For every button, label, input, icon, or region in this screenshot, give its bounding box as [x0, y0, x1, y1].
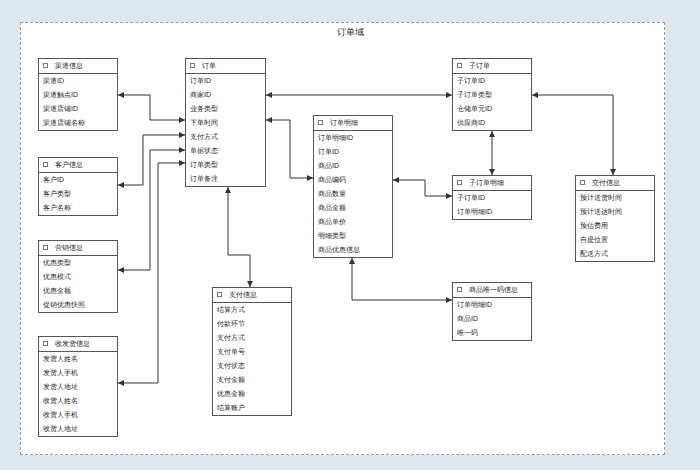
entity-table: 商品唯一码信息订单明细ID商品ID唯一码	[452, 282, 532, 341]
table-heading: 订单	[186, 59, 265, 74]
field-name: 子订单ID	[453, 74, 531, 88]
entity-table: 营销信息优惠类型优惠模式优惠金额促销优惠快照	[38, 240, 118, 313]
relation-connector	[352, 258, 452, 300]
field-name: 收货人地址	[39, 422, 117, 436]
field-name: 业务类型	[186, 102, 265, 116]
field-name: 渠道ID	[39, 74, 117, 88]
field-name: 商家ID	[186, 88, 265, 102]
field-name: 唯一码	[453, 326, 531, 340]
field-name: 订单ID	[186, 74, 265, 88]
field-name: 渠道店铺名称	[39, 116, 117, 130]
entity-table: 订单明细订单明细ID订单ID商品ID商品编码商品数量商品金额商品单价明细类型商品…	[313, 115, 393, 258]
field-name: 预计送货时间	[576, 191, 654, 205]
field-name: 商品金额	[314, 201, 392, 215]
field-name: 客户类型	[39, 187, 117, 201]
field-name: 发货人姓名	[39, 352, 117, 366]
field-name: 商品ID	[314, 159, 392, 173]
entity-table: 子订单明细子订单ID订单明细ID	[452, 175, 532, 220]
field-name: 渠道触点ID	[39, 88, 117, 102]
field-name: 支付金额	[213, 373, 291, 387]
field-name: 发货人地址	[39, 380, 117, 394]
table-heading: 渠道信息	[39, 59, 117, 74]
field-name: 收货人姓名	[39, 394, 117, 408]
field-name: 子订单ID	[453, 191, 531, 205]
field-name: 预估费用	[576, 219, 654, 233]
entity-table: 渠道信息渠道ID渠道触点ID渠道店铺ID渠道店铺名称	[38, 58, 118, 131]
entity-table: 收发货信息发货人姓名发货人手机发货人地址收货人姓名收货人手机收货人地址	[38, 336, 118, 437]
table-heading: 支付信息	[213, 288, 291, 303]
table-heading: 收发货信息	[39, 337, 117, 352]
relation-connector	[228, 187, 250, 287]
field-name: 商品优惠信息	[314, 243, 392, 257]
field-name: 配送方式	[576, 247, 654, 261]
field-name: 客户ID	[39, 173, 117, 187]
field-name: 订单明细ID	[453, 298, 531, 312]
field-name: 优惠类型	[39, 256, 117, 270]
field-name: 促销优惠快照	[39, 298, 117, 312]
field-name: 付款环节	[213, 317, 291, 331]
table-heading: 客户信息	[39, 158, 117, 173]
field-name: 支付方式	[186, 130, 265, 144]
field-name: 订单类型	[186, 158, 265, 172]
field-name: 自提位置	[576, 233, 654, 247]
field-name: 订单ID	[314, 145, 392, 159]
field-name: 商品ID	[453, 312, 531, 326]
field-name: 明细类型	[314, 229, 392, 243]
field-name: 商品编码	[314, 173, 392, 187]
field-name: 供应商ID	[453, 116, 531, 130]
field-name: 客户名称	[39, 201, 117, 215]
relation-connector	[118, 150, 185, 270]
entity-table: 支付信息结算方式付款环节支付方式支付单号支付状态支付金额优惠金额结算账户	[212, 287, 292, 416]
relation-connector	[118, 135, 185, 185]
table-heading: 子订单	[453, 59, 531, 74]
relation-connector	[266, 120, 313, 178]
field-name: 子订单类型	[453, 88, 531, 102]
field-name: 发货人手机	[39, 366, 117, 380]
field-name: 订单明细ID	[453, 205, 531, 219]
field-name: 商品单价	[314, 215, 392, 229]
field-name: 优惠金额	[39, 284, 117, 298]
field-name: 预计送达时间	[576, 205, 654, 219]
field-name: 订单备注	[186, 172, 265, 186]
relation-connector	[266, 95, 452, 96]
table-heading: 营销信息	[39, 241, 117, 256]
table-heading: 交付信息	[576, 176, 654, 191]
field-name: 商品数量	[314, 187, 392, 201]
field-name: 下单时间	[186, 116, 265, 130]
relation-connector	[393, 180, 452, 196]
entity-table: 客户信息客户ID客户类型客户名称	[38, 157, 118, 216]
table-heading: 子订单明细	[453, 176, 531, 191]
field-name: 优惠模式	[39, 270, 117, 284]
field-name: 支付单号	[213, 345, 291, 359]
field-name: 仓储单元ID	[453, 102, 531, 116]
field-name: 支付状态	[213, 359, 291, 373]
field-name: 支付方式	[213, 331, 291, 345]
field-name: 结算方式	[213, 303, 291, 317]
field-name: 渠道店铺ID	[39, 102, 117, 116]
table-heading: 商品唯一码信息	[453, 283, 531, 298]
relation-connector	[118, 163, 185, 383]
relation-connector	[118, 95, 185, 120]
field-name: 收货人手机	[39, 408, 117, 422]
diagram-title: 订单域	[300, 26, 400, 38]
entity-table: 子订单子订单ID子订单类型仓储单元ID供应商ID	[452, 58, 532, 131]
field-name: 单据状态	[186, 144, 265, 158]
field-name: 优惠金额	[213, 387, 291, 401]
entity-table: 交付信息预计送货时间预计送达时间预估费用自提位置配送方式	[575, 175, 655, 262]
relation-connector	[492, 131, 493, 175]
field-name: 结算账户	[213, 401, 291, 415]
relation-connector	[532, 95, 613, 175]
field-name: 订单明细ID	[314, 131, 392, 145]
table-heading: 订单明细	[314, 116, 392, 131]
entity-table: 订单订单ID商家ID业务类型下单时间支付方式单据状态订单类型订单备注	[185, 58, 266, 187]
